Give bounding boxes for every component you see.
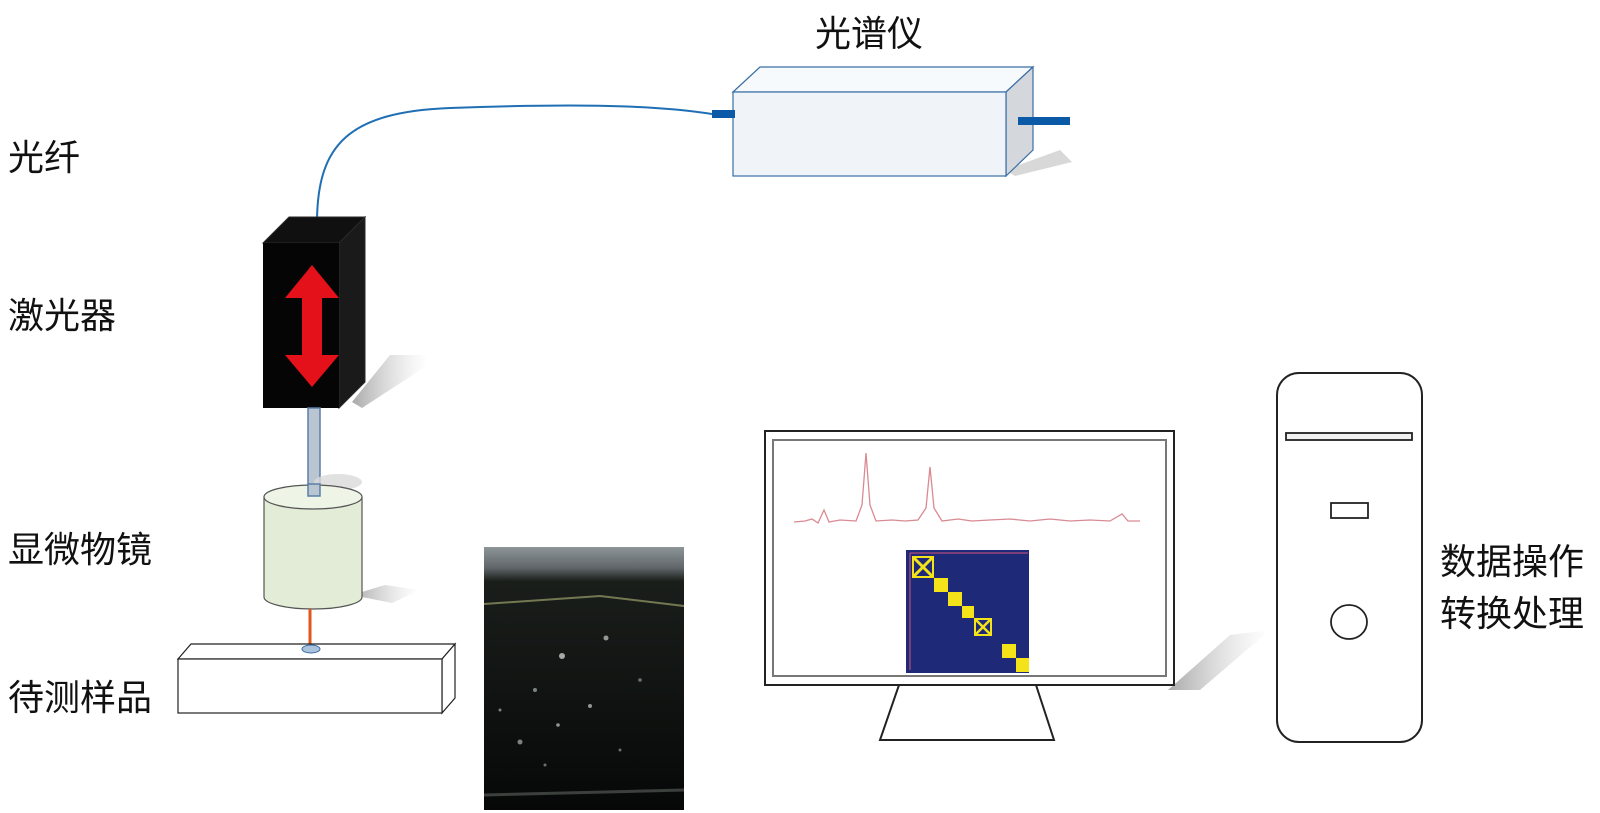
pc-button bbox=[1330, 502, 1369, 519]
sample-photo bbox=[483, 547, 685, 810]
sample-label: 待测样品 bbox=[8, 678, 152, 719]
pc-power-button bbox=[1330, 604, 1368, 640]
microscope-objective bbox=[263, 474, 420, 610]
monitor bbox=[764, 430, 1270, 741]
monitor-shadow bbox=[1168, 630, 1270, 690]
sample-front-face bbox=[177, 658, 443, 714]
objective-shadow bbox=[352, 585, 420, 603]
sample-block bbox=[176, 642, 457, 715]
sample-photo-background bbox=[484, 547, 684, 810]
screen-spectrum-line bbox=[793, 452, 1140, 524]
optical-fiber bbox=[316, 104, 713, 221]
laser-label: 激光器 bbox=[8, 296, 116, 337]
rod-end-cap bbox=[307, 483, 321, 497]
pc-tower-case bbox=[1276, 372, 1423, 743]
spectrometer bbox=[712, 65, 1072, 178]
objective-body bbox=[263, 496, 363, 610]
pc-drive-slot bbox=[1285, 432, 1413, 441]
processing-label-line2: 转换处理 bbox=[1440, 594, 1584, 635]
laser bbox=[261, 215, 428, 410]
spectrometer-output-connector bbox=[1018, 117, 1070, 125]
sample-photo-speckles bbox=[498, 635, 642, 767]
objective-label: 显微物镜 bbox=[8, 530, 152, 571]
monitor-stand bbox=[878, 684, 1056, 741]
spectrometer-shadow bbox=[1005, 150, 1072, 176]
laser-spot bbox=[301, 644, 321, 654]
laser-front-face bbox=[263, 243, 339, 408]
fiber-label: 光纤 bbox=[8, 138, 80, 179]
laser-shadow bbox=[352, 355, 428, 408]
pc-tower bbox=[1276, 372, 1423, 743]
spectrometer-front-face bbox=[732, 91, 1007, 177]
screen-heatmap bbox=[906, 550, 1029, 673]
sample-photo-edge bbox=[483, 594, 685, 607]
processing-label-line1: 数据操作 bbox=[1440, 542, 1584, 583]
spectrometer-input-connector bbox=[712, 110, 735, 118]
laser-polarization-arrow-icon bbox=[285, 265, 339, 387]
sample-photo-bottom-edge bbox=[483, 788, 685, 797]
laser-side-face bbox=[338, 215, 366, 410]
spectrometer-top-face bbox=[731, 66, 1035, 93]
spectrometer-label: 光谱仪 bbox=[815, 14, 923, 55]
